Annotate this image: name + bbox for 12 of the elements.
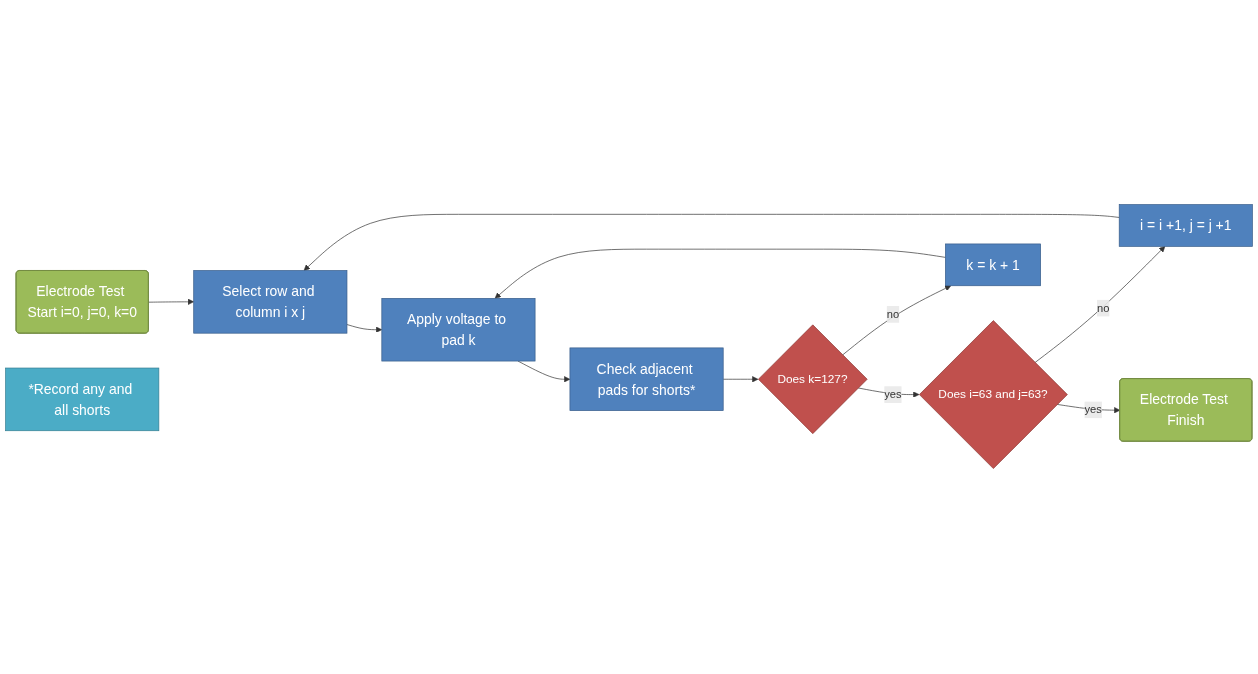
- node-box: Select row and column i x j: [193, 270, 348, 334]
- node-box: Check adjacent pads for shorts*: [569, 347, 724, 412]
- edge-label: no: [886, 308, 900, 321]
- node-box: Apply voltage to pad k: [381, 298, 536, 362]
- node-diamond: Does i=63 and j=63?: [919, 320, 1068, 470]
- edge-label: no: [1096, 302, 1110, 315]
- node-box: k = k + 1: [945, 244, 1041, 287]
- node-box: *Record any and all shorts: [5, 368, 160, 432]
- node-box: i = i +1, j = j +1: [1118, 204, 1253, 248]
- node-diamond: Does k=127?: [758, 324, 868, 435]
- edge-label: yes: [884, 388, 902, 401]
- edge-label: yes: [1084, 404, 1102, 416]
